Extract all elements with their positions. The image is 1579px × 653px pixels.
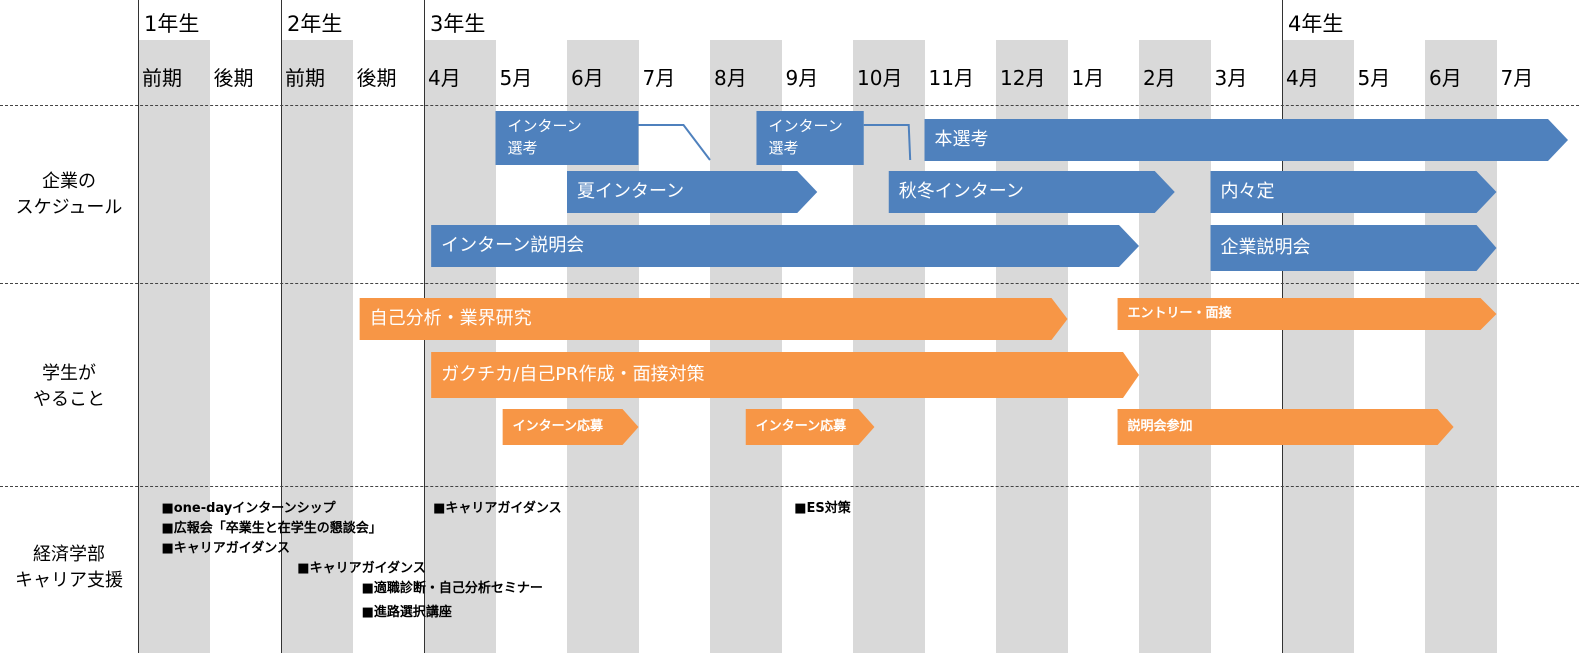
company-bar xyxy=(1210,171,1497,213)
column-label: 1月 xyxy=(1071,66,1105,90)
column-label: 10月 xyxy=(857,66,903,90)
year-divider-line xyxy=(281,0,282,653)
student-bar-label: エントリー・面接 xyxy=(1127,306,1232,321)
column-stripe xyxy=(424,40,496,653)
year-label: 2年生 xyxy=(287,12,343,36)
year-divider-line xyxy=(138,0,139,653)
column-label: 5月 xyxy=(1357,66,1391,90)
student-bar xyxy=(502,409,639,445)
column-label: 12月 xyxy=(1000,66,1046,90)
student-bar-label: インターン応募 xyxy=(512,419,603,434)
column-label: 11月 xyxy=(928,66,974,90)
support-item: ■適職診断・自己分析セミナー xyxy=(361,581,543,596)
column-label: 3月 xyxy=(1214,66,1248,90)
header-divider xyxy=(0,105,1579,106)
column-label: 後期 xyxy=(213,66,254,90)
support-item: ■広報会「卒業生と在学生の懇談会」 xyxy=(161,521,382,536)
company-bar-label: 夏インターン xyxy=(577,181,685,202)
column-label: 7月 xyxy=(1500,66,1534,90)
year-label: 4年生 xyxy=(1288,12,1344,36)
row-label-line: キャリア支援 xyxy=(15,570,123,591)
student-bar-label: 自己分析・業界研究 xyxy=(369,308,532,329)
column-label: 7月 xyxy=(642,66,676,90)
selection-callout xyxy=(756,111,864,165)
column-stripe xyxy=(138,40,210,653)
row-label-line: やること xyxy=(33,389,105,410)
row-label-company: 企業のスケジュール xyxy=(0,169,138,221)
column-label: 前期 xyxy=(285,66,325,90)
column-label: 前期 xyxy=(142,66,182,90)
selection-callout-label: インターン 選考 xyxy=(507,117,582,157)
company-bar-label: 秋冬インターン xyxy=(898,181,1024,202)
support-item: ■one-dayインターンシップ xyxy=(161,501,336,516)
selection-callout-label: インターン 選考 xyxy=(768,117,843,157)
row-label-line: 学生が xyxy=(42,363,96,384)
company-bar xyxy=(888,171,1175,213)
student-bar-label: 説明会参加 xyxy=(1127,419,1193,434)
company-bar-label: 内々定 xyxy=(1220,181,1275,202)
student-bar xyxy=(359,298,1068,340)
student-bar xyxy=(431,352,1139,398)
row-label-line: スケジュール xyxy=(15,197,123,218)
column-label: 4月 xyxy=(428,66,461,90)
company-bar-label: 企業説明会 xyxy=(1220,237,1311,258)
column-label: 後期 xyxy=(356,66,397,90)
student-bar-label: ガクチカ/自己PR作成・面接対策 xyxy=(441,364,705,385)
support-item: ■進路選択講座 xyxy=(361,605,452,620)
row-label-line: 企業の xyxy=(42,171,96,192)
student-bar xyxy=(1117,409,1454,445)
column-stripe xyxy=(281,40,353,653)
company-row-divider xyxy=(0,283,1579,284)
support-item: ■ES対策 xyxy=(794,501,851,516)
company-bar xyxy=(431,225,1139,267)
company-bar-label: インターン説明会 xyxy=(441,235,585,256)
selection-callout xyxy=(495,111,639,165)
student-row-divider xyxy=(0,486,1579,487)
callout-leader xyxy=(638,124,711,161)
company-bar xyxy=(924,119,1568,161)
row-label-student: 学生がやること xyxy=(0,361,138,413)
column-label: 2月 xyxy=(1143,66,1176,90)
year-label: 3年生 xyxy=(430,12,486,36)
student-bar-label: インターン応募 xyxy=(755,419,847,434)
column-label: 4月 xyxy=(1286,66,1319,90)
row-label-support: 経済学部キャリア支援 xyxy=(0,542,138,594)
column-stripe xyxy=(853,40,925,653)
company-bar xyxy=(567,171,818,213)
column-label: 6月 xyxy=(571,66,604,90)
column-label: 5月 xyxy=(499,66,533,90)
company-bar xyxy=(1210,225,1497,271)
column-label: 6月 xyxy=(1429,66,1462,90)
company-bar-label: 本選考 xyxy=(934,129,989,150)
column-label: 9月 xyxy=(785,66,819,90)
year-label: 1年生 xyxy=(144,12,200,36)
row-label-line: 経済学部 xyxy=(33,544,105,565)
support-item: ■キャリアガイダンス xyxy=(297,561,426,576)
student-bar xyxy=(745,409,875,445)
student-bar xyxy=(1117,298,1497,330)
support-item: ■キャリアガイダンス xyxy=(433,501,562,516)
callout-leader xyxy=(863,124,912,161)
support-item: ■キャリアガイダンス xyxy=(161,541,290,556)
column-label: 8月 xyxy=(714,66,747,90)
